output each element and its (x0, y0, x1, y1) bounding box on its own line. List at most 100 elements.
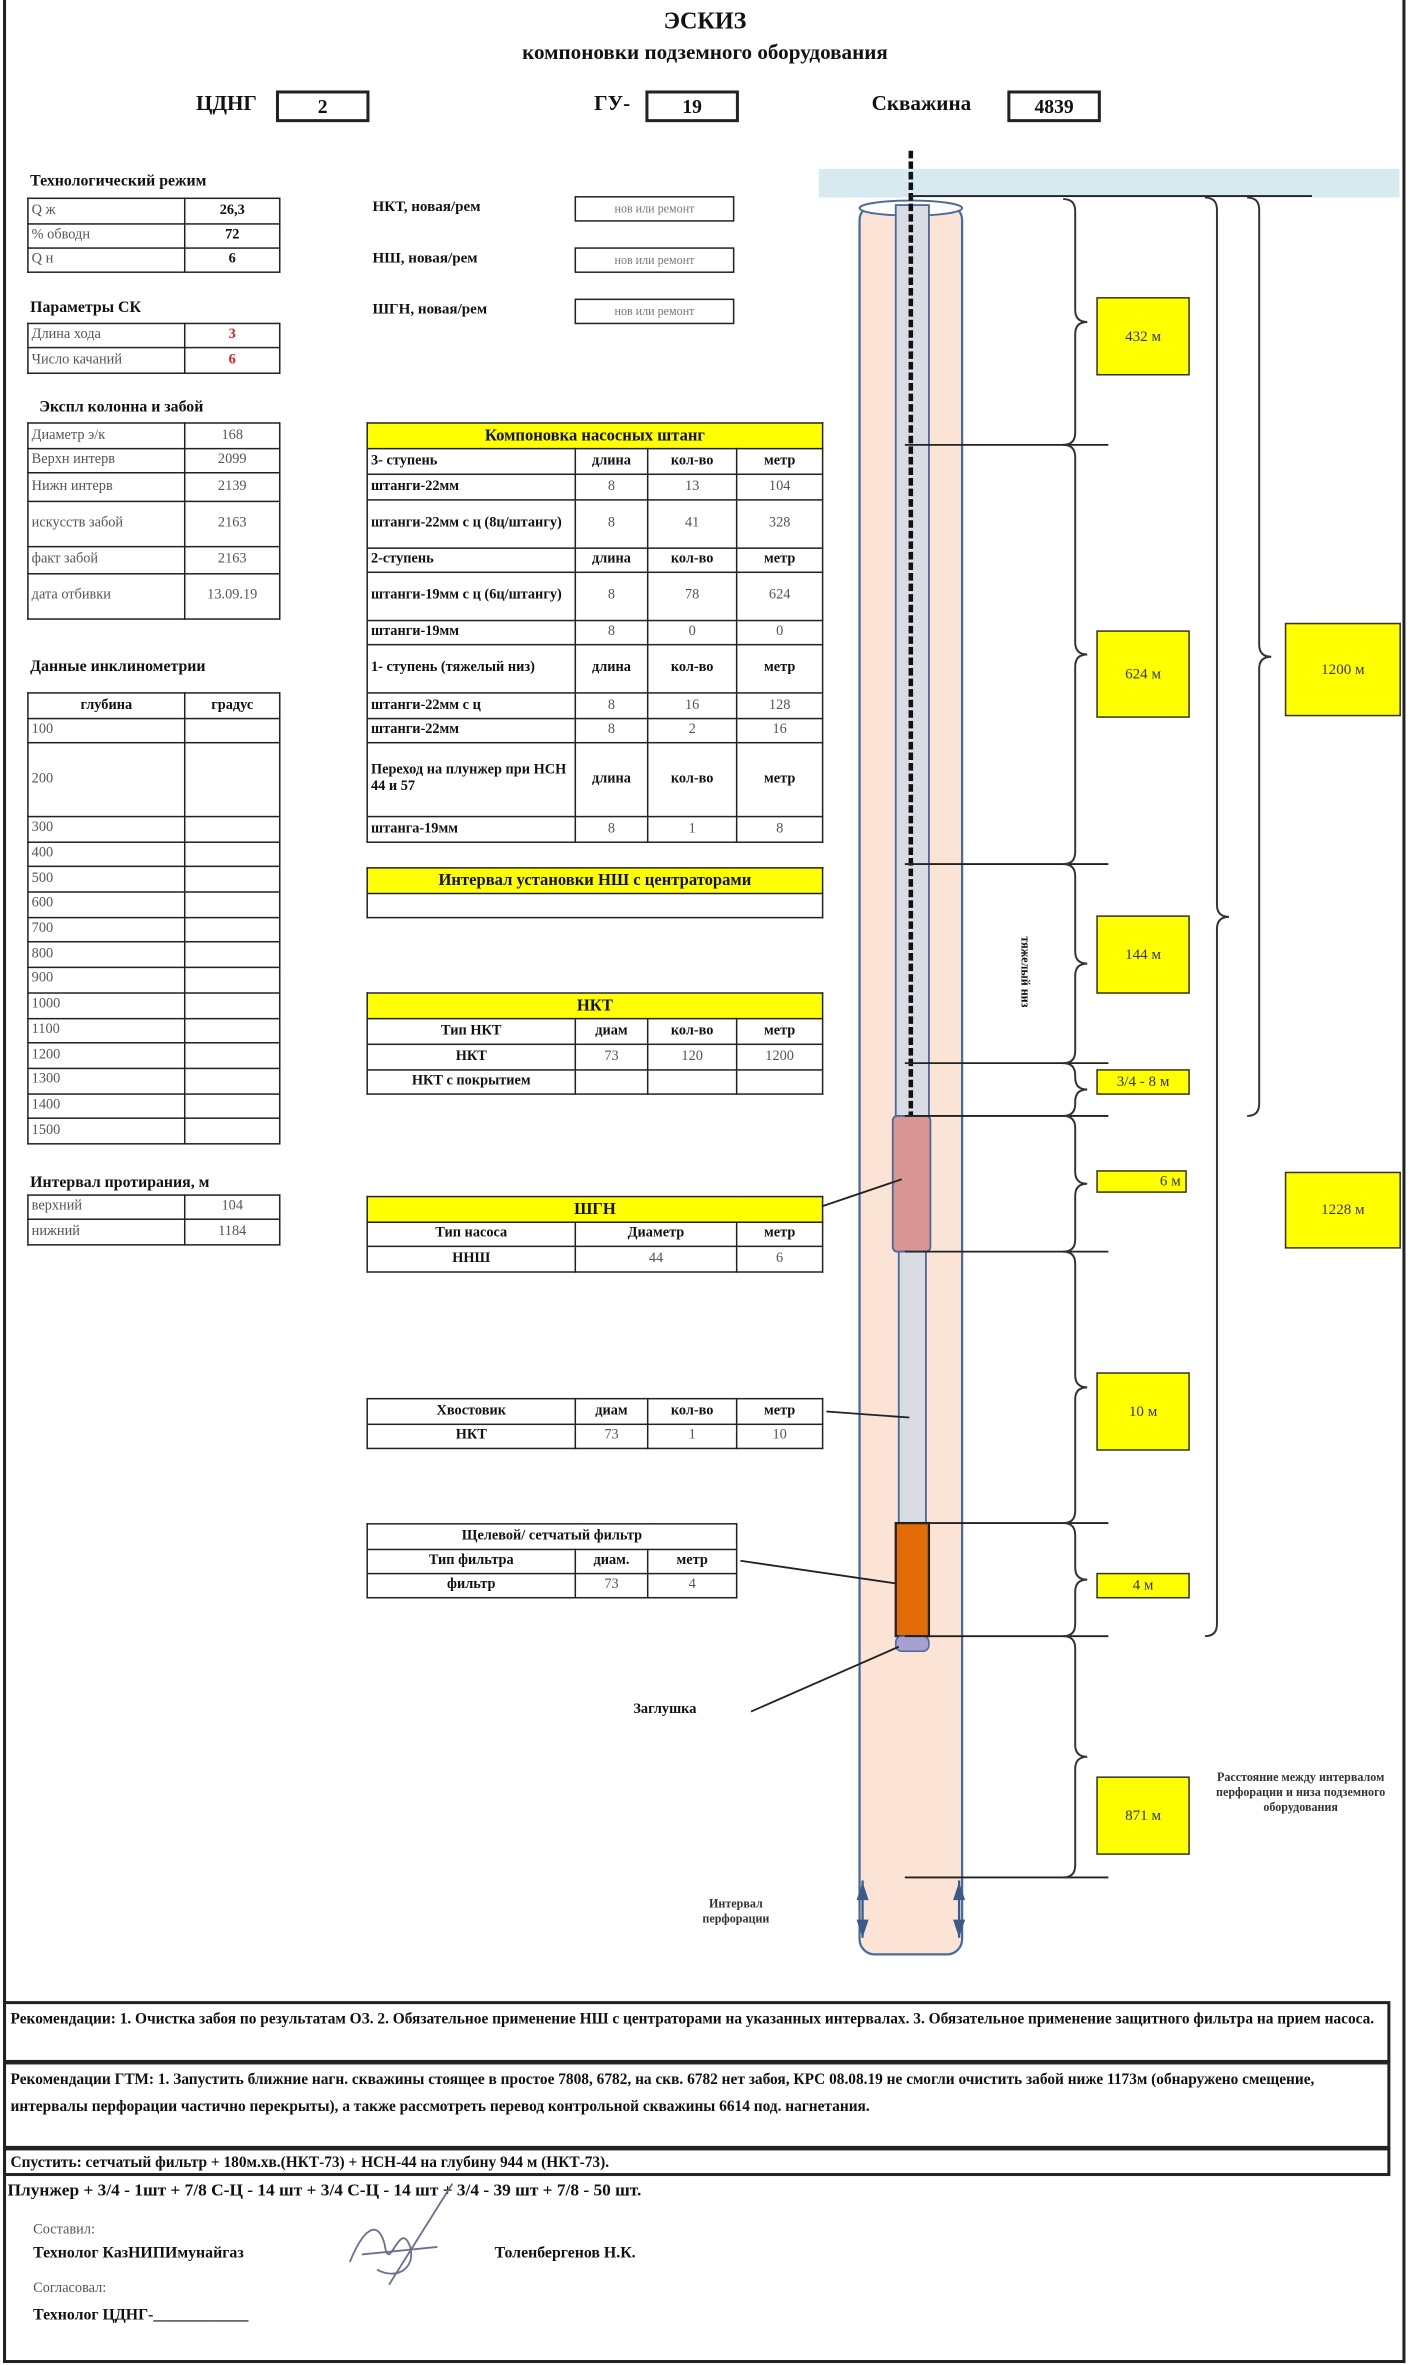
table-cell: Тип фильтра (366, 1548, 577, 1575)
casing-title: Экспл колонна и забой (39, 399, 204, 417)
table-row: 1000 (27, 991, 281, 1019)
table-cell: кол-во (646, 1017, 738, 1046)
plug-label: Заглушка (633, 1702, 697, 1718)
table-cell (183, 841, 281, 868)
composed-label: Составил: (33, 2222, 95, 2238)
shgn-state-label: ШГН, новая/рем (372, 301, 488, 319)
table-cell: метр (735, 547, 824, 574)
segment-brace (1063, 1114, 1088, 1253)
table-cell: 1184 (183, 1218, 281, 1246)
table-cell: 1000 (27, 991, 186, 1019)
table-cell: % обводн (27, 223, 186, 249)
composed-name: Толенбергенов Н.К. (494, 2245, 636, 2262)
table-title-row: Интервал установки НШ с центраторами (366, 867, 824, 895)
table-cell: 200 (27, 741, 186, 818)
table-cell: штанги-19мм с ц (6ц/штангу) (366, 571, 577, 622)
table-cell: 104 (183, 1194, 281, 1220)
perforation-label: Интервал перфорации (702, 1897, 770, 1926)
total-label-nkt: 1200 м (1284, 622, 1401, 717)
gtm-recommendations-box: Рекомендации ГТМ: 1. Запустить ближние н… (3, 2061, 1391, 2149)
ns-state-field[interactable]: нов или ремонт (574, 247, 735, 273)
table-cell: 6 (183, 247, 281, 273)
nkt-state-field[interactable]: нов или ремонт (574, 196, 735, 222)
plug-cap (894, 1635, 930, 1653)
gu-label: ГУ- (594, 93, 631, 117)
table-row: 1300 (27, 1067, 281, 1095)
cdng-field[interactable]: 2 (275, 90, 370, 123)
table-cell: верхний (27, 1194, 186, 1220)
table-cell: 328 (735, 499, 824, 549)
inclinometry-title: Данные инклинометрии (30, 658, 206, 676)
table-cell: 44 (574, 1245, 738, 1273)
perforation-arrow-icon (953, 1881, 966, 1901)
table-cell: 8 (574, 499, 649, 549)
page-title: ЭСКИЗ (663, 9, 747, 35)
table-cell: 8 (735, 815, 824, 843)
table-cell: диам (574, 1397, 649, 1426)
table-title-row: НКТ (366, 992, 824, 1020)
table-cell: НКТ (366, 1423, 577, 1450)
table-cell: 72 (183, 223, 281, 249)
table-cell: факт забой (27, 545, 186, 575)
table-row: 1100 (27, 1017, 281, 1044)
table-cell: 8 (574, 571, 649, 622)
segment-label-tail: 10 м (1096, 1372, 1190, 1451)
table-cell (735, 1069, 824, 1095)
table-cell: штанги-22мм с ц (8ц/штангу) (366, 499, 577, 549)
rub-interval-title: Интервал протирания, м (30, 1174, 210, 1192)
well-field[interactable]: 4839 (1007, 90, 1101, 123)
page-frame (3, 0, 1406, 2364)
table-cell: 500 (27, 866, 186, 893)
table-cell: штанги-22мм с ц (366, 692, 577, 720)
table-cell: 8 (574, 815, 649, 843)
table-cell: 1- ступень (тяжелый низ) (366, 643, 577, 694)
table-cell: Число качаний (27, 346, 186, 374)
segment-label-pump: 6 м (1096, 1170, 1187, 1193)
segment-brace (1063, 1062, 1088, 1117)
page-subtitle: компоновки подземного оборудования (522, 42, 888, 65)
table-cell: 6 (735, 1245, 824, 1273)
table-cell: 73 (574, 1572, 649, 1599)
nkt-total-brace (1247, 196, 1272, 1117)
table-cell: Нижн интерв (27, 472, 186, 503)
ns-state-label: НШ, новая/рем (372, 250, 478, 267)
table-cell: штанги-22мм (366, 717, 577, 744)
table-cell: Длина хода (27, 322, 186, 349)
table-cell: 104 (735, 473, 824, 501)
table-cell: НКТ (366, 1043, 577, 1071)
table-cell: метр (735, 643, 824, 694)
table-cell: Хвостовик (366, 1397, 577, 1426)
filter-body (894, 1521, 931, 1638)
table-cell (646, 1069, 738, 1095)
table-cell: 1500 (27, 1117, 186, 1145)
table-cell: кол-во (646, 447, 738, 476)
total-label-equipment: 1228 м (1284, 1171, 1401, 1249)
table-cell: 4 (646, 1572, 738, 1599)
table-row: 200 (27, 741, 281, 818)
table-cell: диам (574, 1017, 649, 1046)
shgn-state-field[interactable]: нов или ремонт (574, 298, 735, 325)
segment-brace (1063, 443, 1088, 866)
table-row: НКТ с покрытием (366, 1069, 824, 1095)
table-cell: 1200 (27, 1042, 186, 1069)
table-cell: 2163 (183, 500, 281, 548)
equipment-total-brace (1204, 196, 1230, 1638)
gu-field[interactable]: 19 (645, 90, 739, 123)
plug-leader-line (750, 1645, 900, 1713)
centralizer-interval-table: Интервал установки НШ с центраторами (366, 867, 824, 919)
table-cell (366, 892, 824, 919)
table-cell: нижний (27, 1218, 186, 1246)
table-cell: штанги-22мм (366, 473, 577, 501)
